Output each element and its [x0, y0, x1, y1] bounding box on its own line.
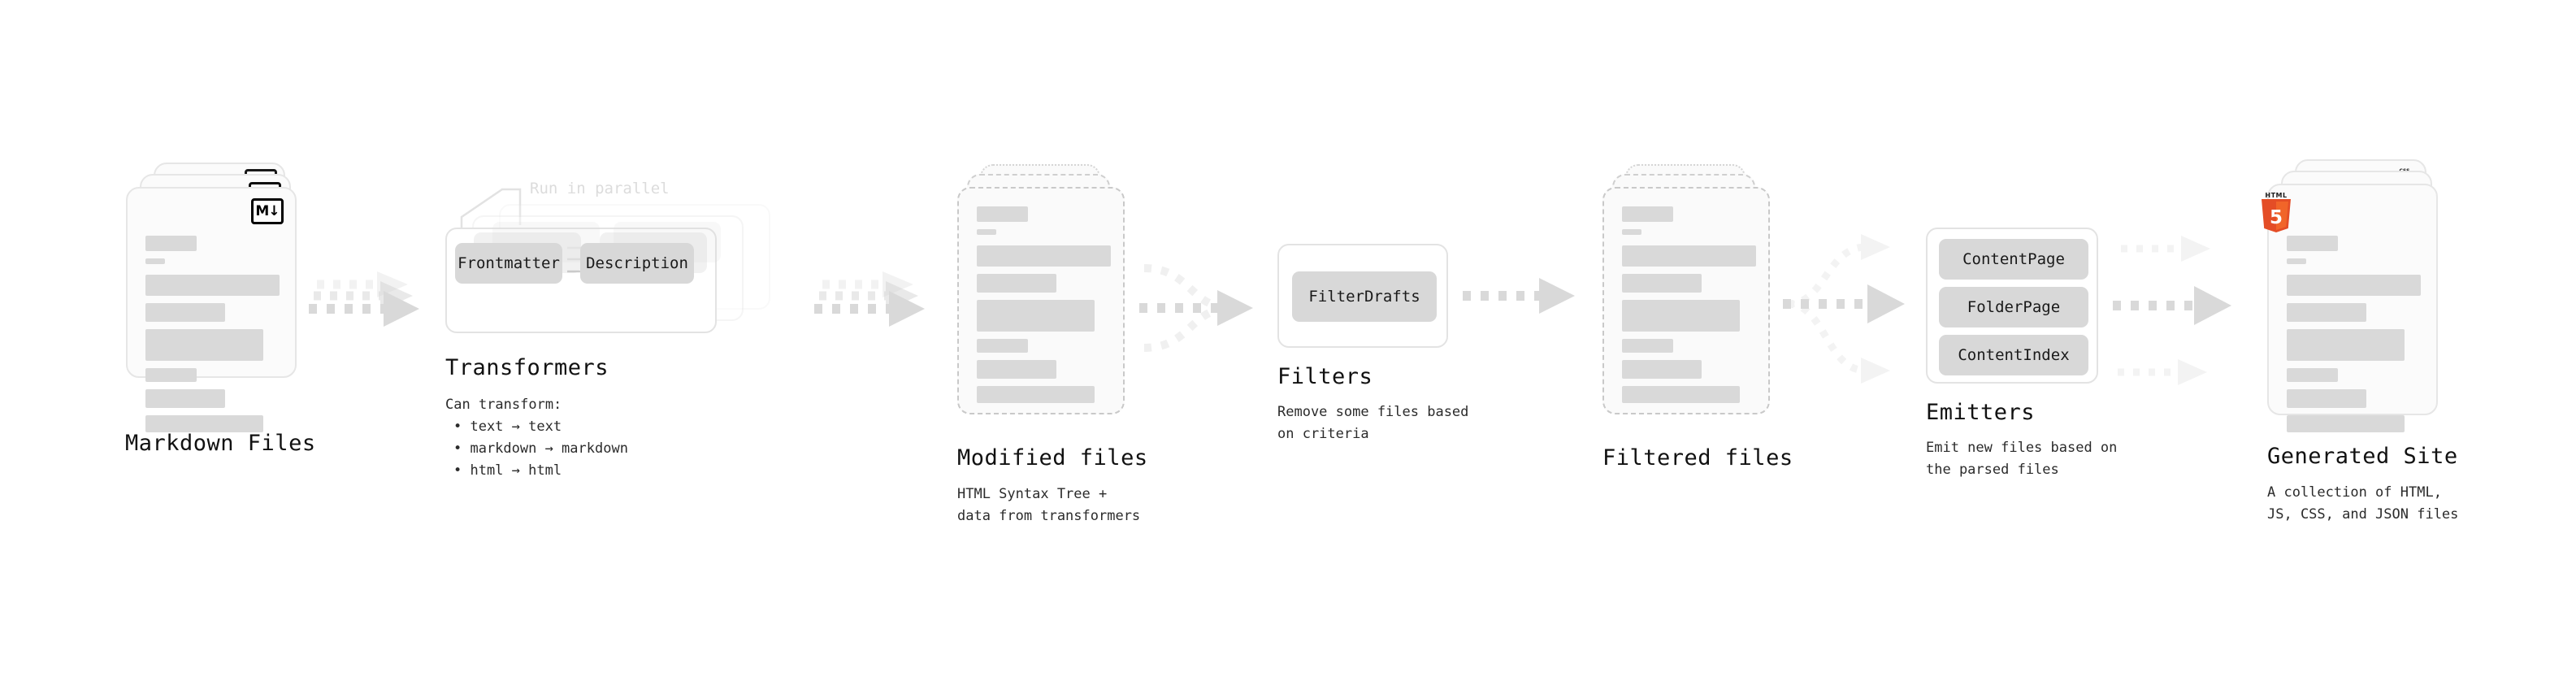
skeleton-bar — [2287, 275, 2421, 296]
connector-markdown-to-transformers — [309, 271, 419, 327]
bullet-item: • html → html — [453, 462, 562, 479]
skeleton-bar — [2287, 236, 2338, 251]
skeleton-bar — [2287, 415, 2405, 432]
emitters-group: ContentPage FolderPage ContentIndex — [1926, 228, 2098, 384]
skeleton-bar — [145, 275, 280, 296]
stage-title-generated-site: Generated Site — [2267, 444, 2458, 469]
skeleton-bar — [1622, 386, 1740, 403]
filters-group: FilterDrafts — [1277, 244, 1448, 348]
connector-transformers-to-modified — [814, 271, 925, 327]
skeleton-bar — [977, 206, 1028, 222]
markdown-card-front: M↓ — [126, 187, 297, 432]
skeleton-bar — [145, 258, 165, 264]
stage-generated-site: CSS HTML 5 — [2262, 159, 2458, 523]
emitter-pill-contentpage[interactable]: ContentPage — [1939, 239, 2088, 280]
skeleton-bar — [1622, 229, 1641, 235]
bullet-item: • markdown → markdown — [453, 440, 628, 457]
stage-markdown-files: M↓ M↓ M↓ Markdown Fi — [125, 163, 315, 456]
transformer-pill-label: Frontmatter — [458, 254, 560, 272]
stage-subtitle-generated-site: A collection of HTML, JS, CSS, and JSON … — [2267, 484, 2459, 523]
stage-subtitle-filters: Remove some files based on criteria — [1277, 404, 1469, 442]
connector-emitters-to-site — [2113, 236, 2231, 385]
emitter-pill-label: ContentPage — [1962, 250, 2065, 268]
markdown-card-stack: M↓ M↓ M↓ — [126, 163, 313, 432]
skeleton-bar — [2287, 368, 2338, 382]
site-card-skeleton — [2287, 236, 2421, 440]
svg-text:5: 5 — [2270, 207, 2283, 228]
skeleton-bar — [145, 303, 225, 322]
transformers-bullet-list: • text → text • markdown → markdown • ht… — [453, 416, 628, 482]
skeleton-bar — [2287, 303, 2366, 322]
stage-modified-files: Modified files HTML Syntax Tree + data f… — [957, 163, 1147, 524]
skeleton-bar — [1622, 339, 1673, 353]
modified-card-skeleton — [977, 206, 1111, 410]
skeleton-bar — [1622, 360, 1702, 379]
stage-title-transformers: Transformers — [445, 355, 609, 380]
modified-card-front — [957, 187, 1125, 414]
filter-pill-filterdrafts[interactable]: FilterDrafts — [1292, 271, 1437, 322]
transformer-pill-frontmatter[interactable]: Frontmatter — [455, 243, 562, 284]
skeleton-bar — [977, 339, 1028, 353]
connector-modified-to-filters — [1139, 264, 1253, 352]
stage-title-emitters: Emitters — [1926, 400, 2036, 425]
skeleton-bar — [977, 274, 1056, 293]
skeleton-bar — [145, 236, 197, 251]
stage-subtitle-modified-files: HTML Syntax Tree + data from transformer… — [957, 486, 1141, 524]
emitter-pill-folderpage[interactable]: FolderPage — [1939, 287, 2088, 327]
transformer-pill-label: Description — [586, 254, 688, 272]
skeleton-bar — [2287, 389, 2366, 408]
filtered-card-front — [1602, 187, 1770, 414]
run-in-parallel-label: Run in parallel — [530, 180, 670, 197]
html5-icon-shield: 5 — [2262, 199, 2291, 232]
skeleton-bar — [1622, 300, 1740, 332]
skeleton-bar — [1622, 274, 1702, 293]
skeleton-bar — [1622, 245, 1756, 267]
skeleton-bar — [977, 300, 1095, 332]
stage-subtitle-emitters: Emit new files based on the parsed files — [1926, 440, 2118, 478]
stage-filtered-files: Filtered files — [1602, 163, 1793, 471]
skeleton-bar — [977, 360, 1056, 379]
emitter-pill-contentindex[interactable]: ContentIndex — [1939, 335, 2088, 375]
stage-title-modified-files: Modified files — [957, 445, 1148, 471]
skeleton-bar — [977, 229, 996, 235]
skeleton-bar — [2287, 329, 2405, 361]
markdown-card-skeleton — [145, 236, 280, 440]
html5-icon: HTML 5 — [2259, 192, 2293, 232]
skeleton-bar — [2287, 258, 2306, 264]
skeleton-bar — [145, 389, 225, 408]
skeleton-bar — [977, 386, 1095, 403]
skeleton-bar — [145, 329, 263, 361]
stage-subtitle-transformers: Can transform: — [445, 397, 562, 413]
stage-title-filters: Filters — [1277, 364, 1373, 389]
skeleton-bar — [1622, 206, 1673, 222]
filtered-card-stack — [1602, 163, 1789, 439]
stage-title-filtered-files: Filtered files — [1602, 445, 1793, 471]
site-card-front: HTML 5 — [2262, 184, 2438, 432]
html5-icon-label: HTML — [2265, 192, 2288, 199]
bullet-item: • text → text — [453, 419, 562, 435]
site-card-stack: CSS HTML 5 — [2262, 159, 2454, 436]
markdown-icon: M↓ — [251, 198, 284, 224]
emitter-pill-label: ContentIndex — [1958, 346, 2070, 364]
stage-title-markdown-files: Markdown Files — [125, 431, 316, 456]
filtered-card-skeleton — [1622, 206, 1756, 410]
skeleton-bar — [977, 245, 1111, 267]
filter-pill-label: FilterDrafts — [1308, 288, 1420, 306]
modified-card-stack — [957, 163, 1144, 439]
connector-filters-to-filtered — [1463, 278, 1575, 314]
skeleton-bar — [145, 368, 197, 382]
skeleton-bar — [145, 415, 263, 432]
emitter-pill-label: FolderPage — [1967, 298, 2061, 316]
run-in-parallel-bracket — [460, 188, 522, 233]
transformers-group: Frontmatter Description — [445, 222, 721, 333]
connector-filtered-to-emitters — [1783, 234, 1905, 384]
transformer-pill-description[interactable]: Description — [580, 243, 694, 284]
